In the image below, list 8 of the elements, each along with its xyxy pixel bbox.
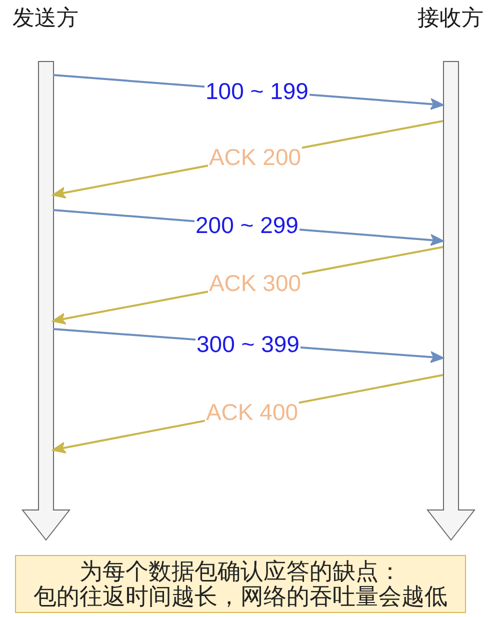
note-text: 为每个数据包确认应答的缺点： — [80, 559, 402, 584]
lane-heading: 发送方 — [12, 5, 78, 31]
note-text: 包的往返时间越长，网络的吞吐量会越低 — [34, 584, 448, 609]
lane-heading: 接收方 — [418, 5, 484, 31]
edge-label: ACK 300 — [208, 270, 302, 295]
edge-label: ACK 400 — [204, 400, 300, 424]
note-box — [15, 555, 466, 613]
edge-label: ACK 200 — [208, 144, 302, 169]
